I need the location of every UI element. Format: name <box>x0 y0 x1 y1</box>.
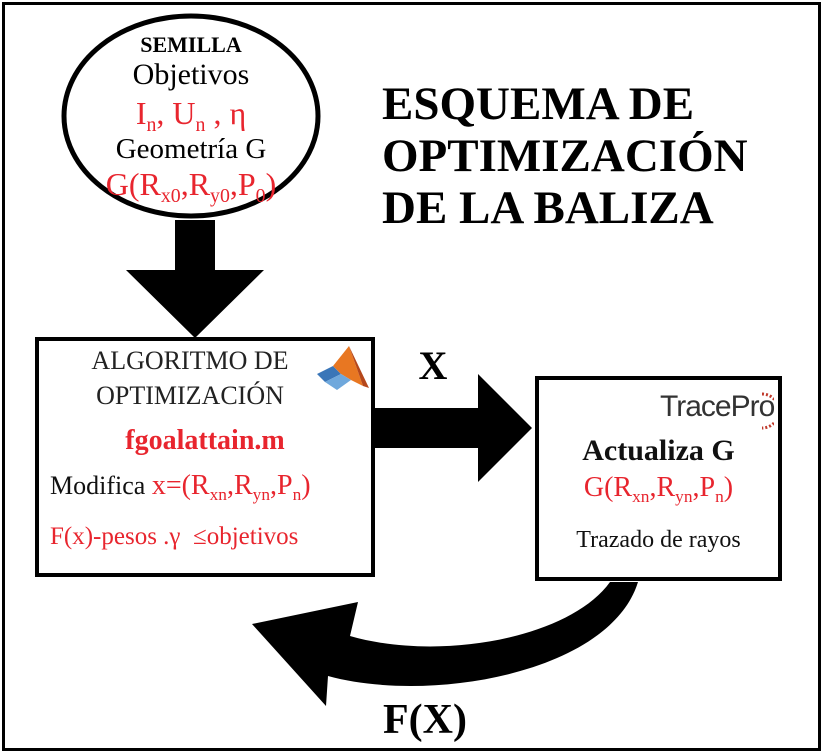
feedback-curved-arrow <box>252 582 638 706</box>
algorithm-modifies-line: Modifica x=(Rxn,Ryn,Pn) <box>50 470 370 505</box>
diagram-title-line2: OPTIMIZACIÓN <box>382 130 748 182</box>
update-g-label: Actualiza G <box>582 434 735 467</box>
tracepro-logo-mark-icon <box>761 392 774 430</box>
g-expression: G(Rxn,Ryn,Pn) <box>583 472 734 507</box>
down-arrow <box>126 220 264 338</box>
algorithm-function-name: fgoalattain.m <box>125 425 285 456</box>
seed-geometry-expr: G(Rx0,Ry0,P0) <box>105 166 277 207</box>
right-arrow <box>374 374 532 482</box>
x-expression: x=(Rxn,Ryn,Pn) <box>151 470 311 505</box>
seed-title: SEMILLA <box>140 32 242 57</box>
tracepro-box <box>535 376 782 581</box>
fx-arrow-label: F(X) <box>383 697 467 743</box>
seed-geometry-label: Geometría G <box>115 133 267 165</box>
algorithm-constraint: F(x)-pesos .γ ≤objetivos <box>50 523 299 550</box>
tracepro-logo: TracePro <box>660 390 775 423</box>
diagram-title-line3: DE LA BALIZA <box>382 182 714 234</box>
seed-objectives-label: Objetivos <box>132 58 250 91</box>
algorithm-title-line1: ALGORITMO DE <box>91 346 289 375</box>
algorithm-title-line2: OPTIMIZACIÓN <box>96 381 284 410</box>
seed-ellipse <box>61 13 321 219</box>
optimization-algorithm-box <box>35 337 375 577</box>
diagram-title-line1: ESQUEMA DE <box>382 78 695 130</box>
raytrace-label: Trazado de rayos <box>576 527 741 553</box>
seed-objectives-vars: In, Un , η <box>135 95 247 136</box>
x-arrow-label: X <box>418 343 448 388</box>
matlab-logo-icon <box>317 346 369 390</box>
modifies-label: Modifica <box>50 471 146 500</box>
